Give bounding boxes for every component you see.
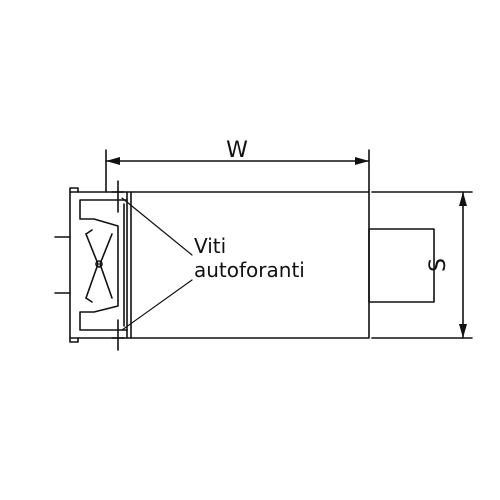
width-arrow-left [106, 157, 120, 165]
width-arrow-right [355, 157, 369, 165]
leader-line-top [121, 197, 193, 256]
clip-hook-top [85, 229, 93, 235]
frame-outer [69, 191, 132, 339]
depth-dimension: S [371, 191, 473, 339]
clip-pivot [95, 260, 103, 268]
spring-clip [85, 229, 113, 303]
note-line-1: Viti [194, 234, 226, 258]
leader-line-bottom [121, 279, 193, 331]
screw-bottom [111, 319, 125, 351]
depth-arrow-top [459, 192, 467, 206]
note-line-2: autoforanti [194, 258, 305, 282]
depth-label: S [426, 258, 451, 272]
clip-hook-bottom [85, 297, 93, 303]
width-dimension: W [105, 138, 370, 193]
rear-box [368, 228, 435, 303]
frame-outer-top-step [69, 187, 79, 193]
width-label: W [226, 138, 248, 163]
depth-arrow-bottom [459, 324, 467, 338]
screw-top [111, 180, 125, 213]
clip-arm-lower [99, 233, 113, 299]
frame-inner [79, 199, 128, 331]
clip-arm-upper [85, 233, 99, 299]
mounting-bracket [54, 187, 132, 343]
frame-outer-bottom-step [69, 337, 79, 343]
